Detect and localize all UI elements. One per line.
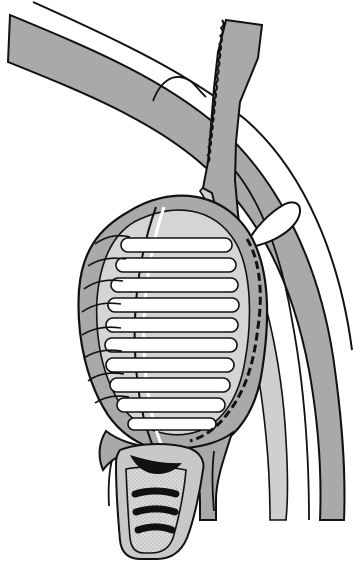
rib: [117, 398, 225, 412]
rib: [105, 338, 237, 352]
base-chevron-3: [138, 527, 172, 530]
base-side-lines: [109, 460, 112, 506]
rib: [116, 258, 236, 272]
rib: [108, 298, 239, 312]
ribbed-cage-icon: [79, 196, 268, 454]
rib: [110, 378, 230, 392]
rib: [111, 278, 238, 292]
stippled-base-icon: [100, 431, 232, 559]
rib: [121, 238, 232, 252]
rib: [128, 418, 216, 430]
base-chevron-1: [135, 491, 176, 494]
rib: [106, 318, 238, 332]
rib: [106, 358, 234, 372]
base-chevron-2: [136, 509, 175, 512]
